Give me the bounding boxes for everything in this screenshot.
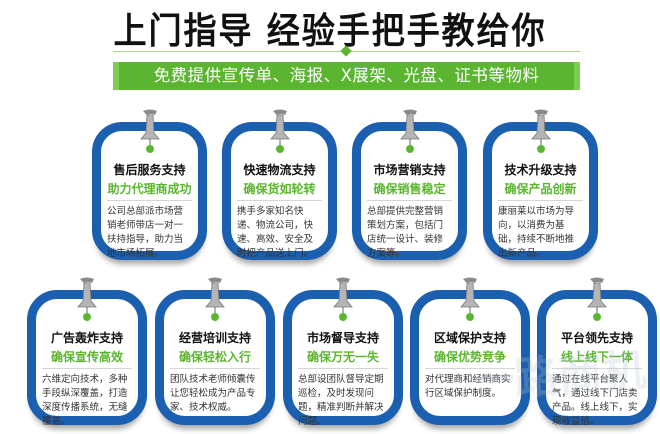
card-title: 平台领先支持 <box>560 331 633 345</box>
card-marketing: 市场营销支持确保销售稳定总部提供完整营销策划方案，包括门店统一设计、装修方案等。 <box>352 109 467 260</box>
card-description: 康丽莱以市场为导向，以消费为基础，持续不断地推出新产品。 <box>498 206 575 259</box>
card-subtitle: 确保货如轮转 <box>237 180 322 201</box>
card-advertising: 广告轰炸支持确保宣传高效六维定向技术，多种手段纵深覆盖，打造深度传播系统，无缝覆… <box>27 277 147 427</box>
card-title: 快速物流支持 <box>243 163 316 177</box>
pushpin-icon <box>399 109 420 153</box>
card-region-protection: 区域保护支持确保优势竞争对代理商和经销商实行区域保护制度。 <box>410 277 530 425</box>
card-subtitle: 确保轻松入行 <box>170 348 260 369</box>
card-title: 市场营销支持 <box>373 163 446 177</box>
card-title: 市场督导支持 <box>306 331 379 345</box>
card-title: 区域保护支持 <box>433 331 506 345</box>
card-title: 经营培训支持 <box>178 331 251 345</box>
card-subtitle: 确保产品创新 <box>498 180 583 201</box>
card-description: 对代理商和经销商实行区域保护制度。 <box>425 374 511 399</box>
card-description: 总部提供完整营销策划方案，包括门店统一设计、装修方案等。 <box>367 206 444 259</box>
card-tech-upgrade: 技术升级支持确保产品创新康丽莱以市场为导向，以消费为基础，持续不断地推出新产品。 <box>483 109 598 260</box>
card-subtitle: 确保销售稳定 <box>367 180 452 201</box>
pushpin-icon <box>460 277 480 321</box>
pushpin-icon <box>269 109 290 153</box>
pushpin-icon <box>587 277 607 321</box>
pushpin-icon <box>333 277 353 321</box>
card-title: 售后服务支持 <box>113 163 186 177</box>
card-description: 公司总部派市场营销老师带店一对一扶持指导，助力当地市场拓展。 <box>107 206 184 259</box>
card-after-sales: 售后服务支持助力代理商成功公司总部派市场营销老师带店一对一扶持指导，助力当地市场… <box>92 109 207 260</box>
card-platform: 平台领先支持线上线下一体通过在线平台聚人气，通过线下门店卖产品。线上线下，实现收… <box>537 277 657 427</box>
card-subtitle: 确保万无一失 <box>298 348 388 369</box>
card-description: 团队技术老师倾囊传让您轻松成为产品专家、技术权威。 <box>170 374 256 413</box>
card-supervision: 市场督导支持确保万无一失总部设团队督导定期巡检，及时发现问题，精准判断并解决问题… <box>283 277 403 427</box>
card-description: 总部设团队督导定期巡检，及时发现问题，精准判断并解决问题。 <box>298 374 384 427</box>
card-subtitle: 助力代理商成功 <box>107 180 192 201</box>
card-logistics: 快速物流支持确保货如轮转携手多家知名快递、物流公司，快速、高效、安全及时把产品送… <box>222 109 337 260</box>
card-description: 通过在线平台聚人气，通过线下门店卖产品。线上线下，实现收益倍。 <box>552 374 638 427</box>
pushpin-icon <box>139 109 160 153</box>
card-description: 携手多家知名快递、物流公司，快速、高效、安全及时把产品送上门。 <box>237 206 314 259</box>
card-subtitle: 线上线下一体 <box>552 348 642 369</box>
pushpin-icon <box>530 109 551 153</box>
pushpin-icon <box>77 277 97 321</box>
card-subtitle: 确保优势竞争 <box>425 348 515 369</box>
card-title: 广告轰炸支持 <box>50 331 123 345</box>
card-title: 技术升级支持 <box>504 163 577 177</box>
banner: 免费提供宣传单、海报、X展架、光盘、证书等物料 <box>113 62 580 90</box>
pushpin-icon <box>205 277 225 321</box>
page-title: 上门指导 经验手把手教给你 <box>113 10 547 52</box>
card-training: 经营培训支持确保轻松入行团队技术老师倾囊传让您轻松成为产品专家、技术权威。 <box>155 277 275 425</box>
card-subtitle: 确保宣传高效 <box>42 348 132 369</box>
card-description: 六维定向技术，多种手段纵深覆盖，打造深度传播系统，无缝覆盖。 <box>42 374 128 427</box>
